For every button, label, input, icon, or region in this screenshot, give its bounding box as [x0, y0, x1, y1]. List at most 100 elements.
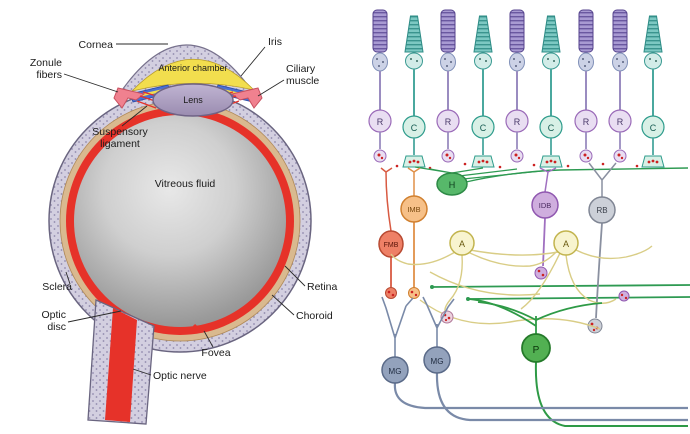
- rod-photoreceptor: R: [608, 9, 632, 163]
- photoreceptor-label: R: [617, 117, 624, 127]
- amacrine-1-label: A: [459, 239, 465, 249]
- rb-axon: [595, 222, 603, 319]
- imb-label: IMB: [407, 205, 420, 214]
- horizontal-cell-body: [436, 172, 468, 196]
- cone-inner-segment: [474, 52, 492, 70]
- imb-dendrite: [407, 167, 421, 196]
- amacrine-2-body: [553, 230, 579, 256]
- photoreceptor-label: R: [583, 117, 590, 127]
- label-optic-nerve: Optic nerve: [153, 370, 207, 382]
- label-optic-disc-line2: disc: [47, 321, 66, 333]
- idb-dendrite: [539, 167, 557, 193]
- imb-terminal: [408, 287, 420, 299]
- cone-inner-segment: [405, 52, 423, 70]
- rb-body: [588, 196, 616, 224]
- photoreceptor-label: C: [548, 123, 555, 133]
- rod-outer-segment: [612, 9, 628, 53]
- rb-terminal: [587, 318, 603, 334]
- label-sclera: Sclera: [42, 281, 72, 293]
- idb-terminal: [534, 266, 548, 280]
- optic-nerve-core: [105, 308, 137, 422]
- amacrine-cell-2: A: [553, 230, 579, 256]
- cone-photoreceptor: C: [539, 15, 563, 168]
- label-ciliary-line1: Ciliary: [286, 63, 316, 75]
- mg1-label: MG: [389, 367, 402, 376]
- idb-label: IDB: [539, 201, 552, 210]
- idb-cell: IDB: [531, 167, 559, 280]
- photoreceptor-label: C: [650, 123, 657, 133]
- label-anterior-chamber: Anterior chamber: [158, 63, 227, 73]
- rod-photoreceptor: R: [368, 9, 392, 163]
- fiber-ending: [466, 297, 470, 301]
- green-fiber-2: [467, 296, 690, 300]
- leader-retina: [284, 265, 306, 287]
- eye-diagram: Anterior chamber Lens Vitreous fluid Cor…: [30, 36, 338, 425]
- leader-zonule-fibers: [63, 73, 119, 93]
- cone-outer-segment: [404, 15, 424, 53]
- label-suspensory-line2: ligament: [100, 138, 140, 150]
- rod-photoreceptor: R: [574, 9, 598, 163]
- parasol-label: P: [533, 345, 540, 356]
- terminal-cluster: [618, 290, 630, 302]
- leader-lines: [63, 43, 306, 376]
- leader-iris: [240, 46, 266, 77]
- rod-inner-segment: [440, 52, 456, 72]
- rod-outer-segment: [578, 9, 594, 53]
- label-cornea: Cornea: [79, 39, 114, 51]
- photoreceptor-label: C: [480, 123, 487, 133]
- rod-inner-segment: [612, 52, 628, 72]
- rod-inner-segment: [509, 52, 525, 72]
- green-fiber-1: [431, 284, 690, 288]
- vitreous-body: [74, 115, 286, 327]
- mg2-label: MG: [431, 357, 444, 366]
- rb-dendrite: [588, 162, 617, 197]
- label-choroid: Choroid: [296, 310, 333, 322]
- fmb-dendrite: [380, 167, 393, 232]
- ciliary-muscle-right: [230, 87, 263, 109]
- horizontal-cell-label: H: [449, 180, 456, 190]
- label-zonule-line1: Zonule: [30, 57, 62, 69]
- parasol-dendrites: [468, 298, 603, 334]
- midget-ganglion-1: MG: [381, 296, 688, 410]
- fovea-pit: [192, 323, 212, 331]
- imb-body: [400, 195, 428, 223]
- leader-fovea: [203, 330, 214, 348]
- mg1-dendrites: [381, 296, 414, 357]
- photoreceptor-label: R: [514, 117, 521, 127]
- label-retina: Retina: [307, 281, 338, 293]
- cone-outer-segment: [473, 15, 493, 53]
- cone-photoreceptor: C: [471, 15, 495, 168]
- fmb-label: FMB: [384, 242, 399, 249]
- label-ciliary-line2: muscle: [286, 75, 319, 87]
- label-vitreous-fluid: Vitreous fluid: [155, 178, 216, 190]
- label-fovea: Fovea: [201, 347, 230, 359]
- rb-label: RB: [596, 206, 607, 215]
- label-optic-disc-line1: Optic: [41, 309, 66, 321]
- rod-inner-segment: [578, 52, 594, 72]
- label-zonule-line2: fibers: [36, 69, 62, 81]
- mg2-dendrites: [422, 296, 455, 347]
- midget-ganglion-2: MG: [422, 296, 688, 422]
- parasol-cell: P: [468, 298, 688, 427]
- leader-sclera: [65, 271, 71, 285]
- mg1-axon: [393, 382, 688, 410]
- fiber-ending: [430, 285, 434, 289]
- label-iris: Iris: [268, 36, 282, 48]
- rod-photoreceptor: R: [436, 9, 460, 163]
- photoreceptor-layer: R C R C: [368, 9, 665, 168]
- leader-choroid: [271, 294, 295, 316]
- rod-outer-segment: [440, 9, 456, 53]
- label-suspensory-line1: Suspensory: [92, 126, 148, 138]
- leader-optic-nerve: [132, 368, 152, 376]
- fmb-body: [378, 230, 404, 258]
- photoreceptor-label: C: [411, 123, 418, 133]
- horizontal-cell-dendrites: [414, 166, 552, 180]
- ipl-green-fibers: [430, 284, 690, 301]
- cone-photoreceptor: C: [641, 15, 665, 168]
- idb-axon: [542, 217, 546, 267]
- horizontal-cell: H: [414, 166, 689, 196]
- rod-inner-segment: [372, 52, 388, 72]
- cone-photoreceptor: C: [402, 15, 426, 168]
